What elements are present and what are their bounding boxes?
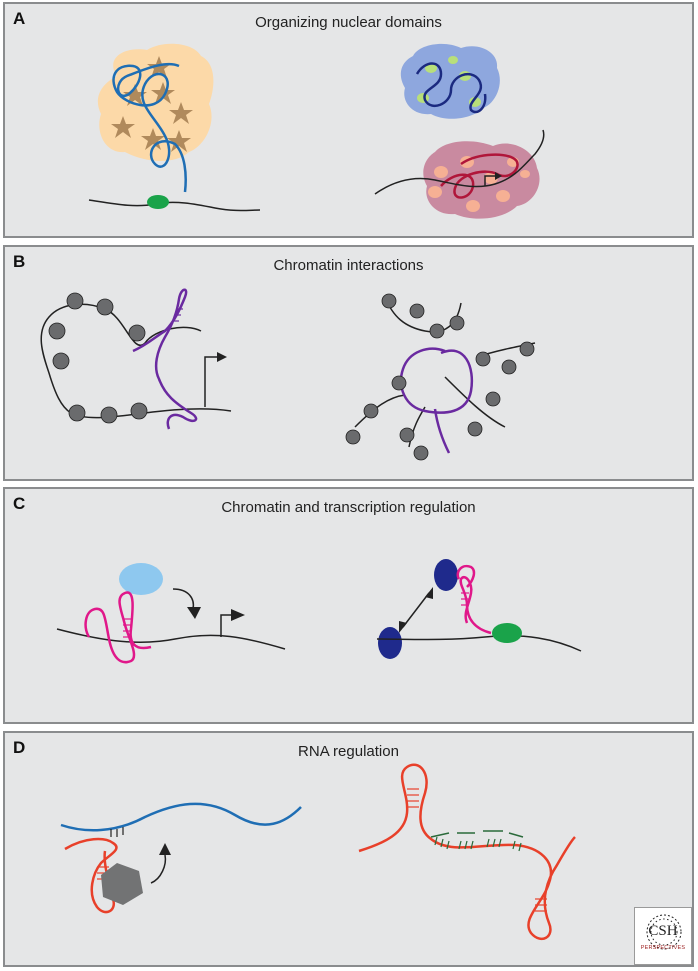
nucleosomes — [345, 293, 535, 461]
dna-strand — [56, 628, 286, 650]
interaction-arrow — [402, 592, 430, 628]
panel-title: RNA regulation — [298, 743, 399, 760]
rna-strand — [84, 591, 152, 664]
panel-title: Chromatin interactions — [273, 257, 424, 274]
protein — [492, 623, 522, 643]
rna-strand — [112, 62, 187, 193]
protein — [434, 559, 458, 591]
rna-strand — [132, 288, 198, 430]
panel-label: D — [13, 738, 26, 757]
logo-text: CSH — [648, 923, 678, 939]
transcription-regulation-diagram — [56, 559, 582, 664]
spots — [428, 156, 530, 212]
activation-arrow — [150, 854, 167, 884]
dna-strand — [354, 394, 406, 428]
nuclear-domains-diagram — [88, 43, 545, 219]
csh-perspectives-logo: CSH PERSPECTIVES — [634, 907, 692, 965]
protein — [119, 563, 163, 595]
rna-strand — [415, 62, 487, 114]
rna-strand — [440, 153, 519, 199]
base-pairs — [407, 788, 547, 912]
panel-a: A Organizing nuclear domains — [3, 2, 694, 238]
rna-strand — [456, 564, 476, 588]
rna-strand — [399, 347, 474, 414]
rna-strand — [433, 408, 451, 454]
dna-helix-icon — [646, 914, 682, 950]
transcription-start-arrow — [220, 614, 231, 637]
base-pairs — [123, 618, 131, 638]
spots — [417, 56, 481, 107]
dna-strand — [88, 199, 261, 212]
base-pairs — [461, 592, 469, 606]
panel-title: Organizing nuclear domains — [255, 14, 442, 31]
logo-subtext: PERSPECTIVES — [640, 945, 686, 951]
base-pairs — [173, 308, 183, 322]
panel-b: B Chromatin interactions — [3, 245, 694, 481]
protein — [101, 863, 143, 905]
rna-regulation-diagram — [60, 763, 576, 941]
nuclear-body — [400, 43, 500, 119]
dna-strand — [376, 635, 582, 652]
panel-c: C Chromatin and transcription regulation — [3, 487, 694, 724]
chromatin-interactions-diagram — [40, 288, 536, 461]
nuclear-body — [423, 141, 540, 219]
panel-label: A — [13, 9, 26, 28]
panel-label: B — [13, 252, 26, 271]
dna-strand — [444, 376, 506, 428]
panel-label: C — [13, 494, 26, 513]
transcription-start-arrow — [484, 175, 495, 186]
dna-strand — [40, 303, 232, 419]
dna-strand — [374, 129, 545, 195]
panel-d: D RNA regulation — [3, 731, 694, 967]
rna-strand — [358, 763, 576, 941]
nucleosomes — [48, 292, 148, 424]
base-pairs — [434, 836, 522, 852]
activation-arrow — [172, 588, 195, 610]
protein — [378, 627, 402, 659]
rna-strand — [60, 802, 302, 832]
protein-stars — [111, 56, 193, 152]
dna-strand — [408, 406, 426, 448]
base-pairs — [110, 827, 124, 837]
panel-title: Chromatin and transcription regulation — [221, 499, 476, 516]
transcription-start-arrow — [204, 356, 217, 407]
protein — [147, 195, 169, 209]
rna-strand — [459, 576, 492, 635]
